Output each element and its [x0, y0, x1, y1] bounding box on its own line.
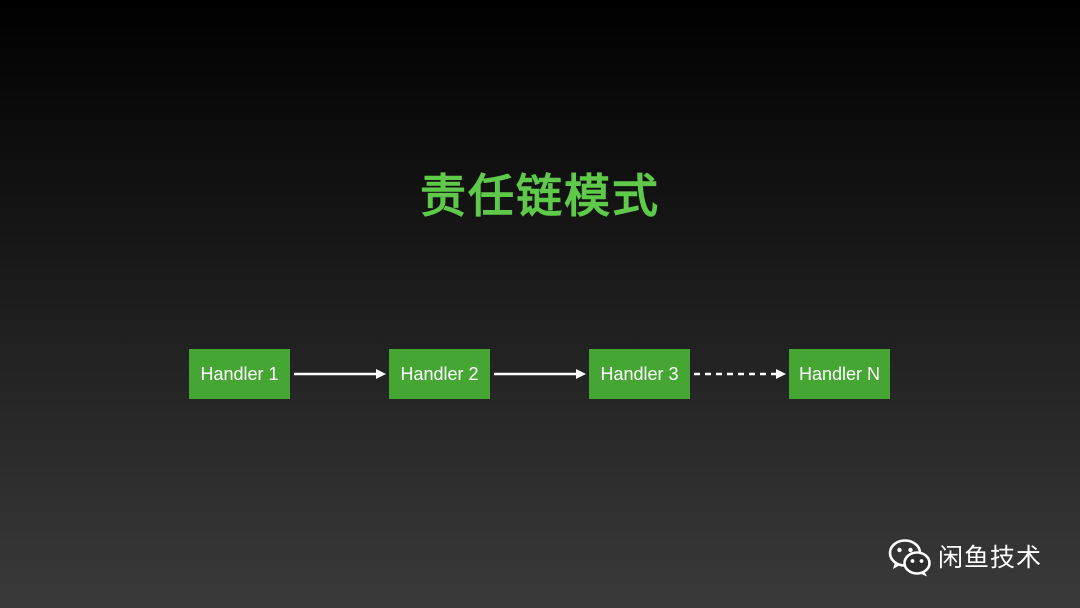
- watermark: 闲鱼技术: [888, 538, 1042, 578]
- slide-title: 责任链模式: [420, 169, 660, 223]
- handler-node-3: Handler 3: [589, 349, 690, 399]
- watermark-text: 闲鱼技术: [938, 543, 1043, 572]
- handler-node-n: Handler N: [789, 349, 890, 399]
- wechat-icon: [888, 539, 931, 577]
- arrow-handler-2-to-3: [494, 369, 586, 379]
- handler-node-1: Handler 1: [189, 349, 290, 399]
- arrow-handler-1-to-2: [294, 369, 386, 379]
- arrow-handler-3-to-n: [694, 369, 786, 379]
- handler-node-2: Handler 2: [389, 349, 490, 399]
